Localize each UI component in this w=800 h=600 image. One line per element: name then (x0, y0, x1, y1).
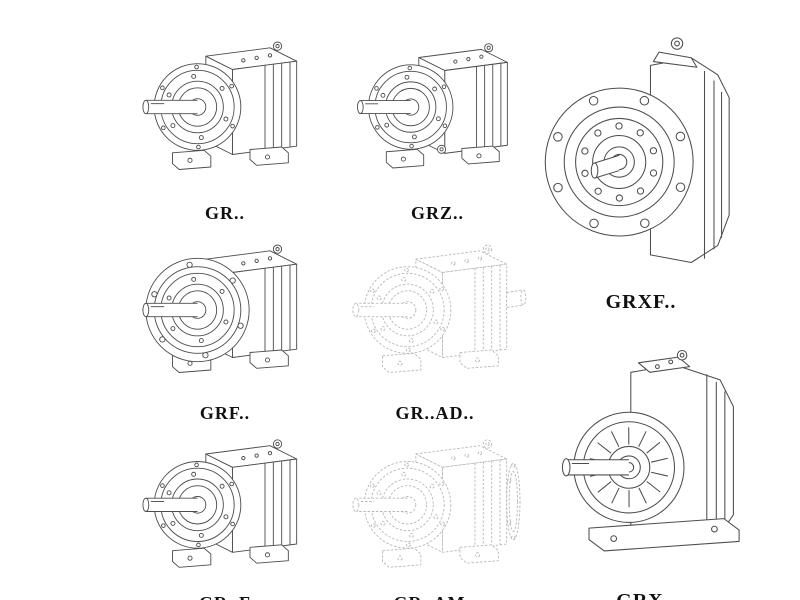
gearbox-figure-gr: GR.. (125, 18, 325, 224)
gearbox-figure-gr-f: GR..F (125, 428, 325, 600)
model-label-grx: GRX.. (616, 590, 675, 600)
gearbox-drawing-grxf (532, 18, 750, 289)
model-label-grxf: GRXF.. (605, 291, 677, 313)
gearbox-figure-grxf: GRXF.. (532, 18, 750, 314)
gearbox-drawing-grx (532, 321, 760, 588)
gearbox-drawing-gr-am (335, 424, 535, 591)
gearbox-drawing-gr (125, 18, 325, 201)
gearbox-figure-grz: GRZ.. (340, 18, 535, 224)
gearbox-drawing-gr-ad (335, 224, 535, 401)
model-label-grz: GRZ.. (410, 203, 464, 223)
gearbox-figure-gr-ad: GR..AD.. (335, 224, 535, 424)
model-label-grf: GRF.. (199, 403, 251, 423)
gearbox-figure-grf: GRF.. (125, 224, 325, 424)
gearbox-drawing-gr-f (125, 424, 325, 591)
model-label-gr: GR.. (205, 203, 245, 223)
gearbox-drawing-grf (125, 224, 325, 401)
gearbox-drawing-grz (340, 18, 535, 201)
model-label-gr-f: GR..F (199, 593, 251, 600)
gearbox-figure-grx: GRX.. (532, 321, 760, 600)
gearbox-figure-gr-am: GR..AM.. (335, 428, 535, 600)
model-label-gr-ad: GR..AD.. (395, 403, 475, 423)
model-label-gr-am: GR..AM.. (394, 593, 477, 600)
